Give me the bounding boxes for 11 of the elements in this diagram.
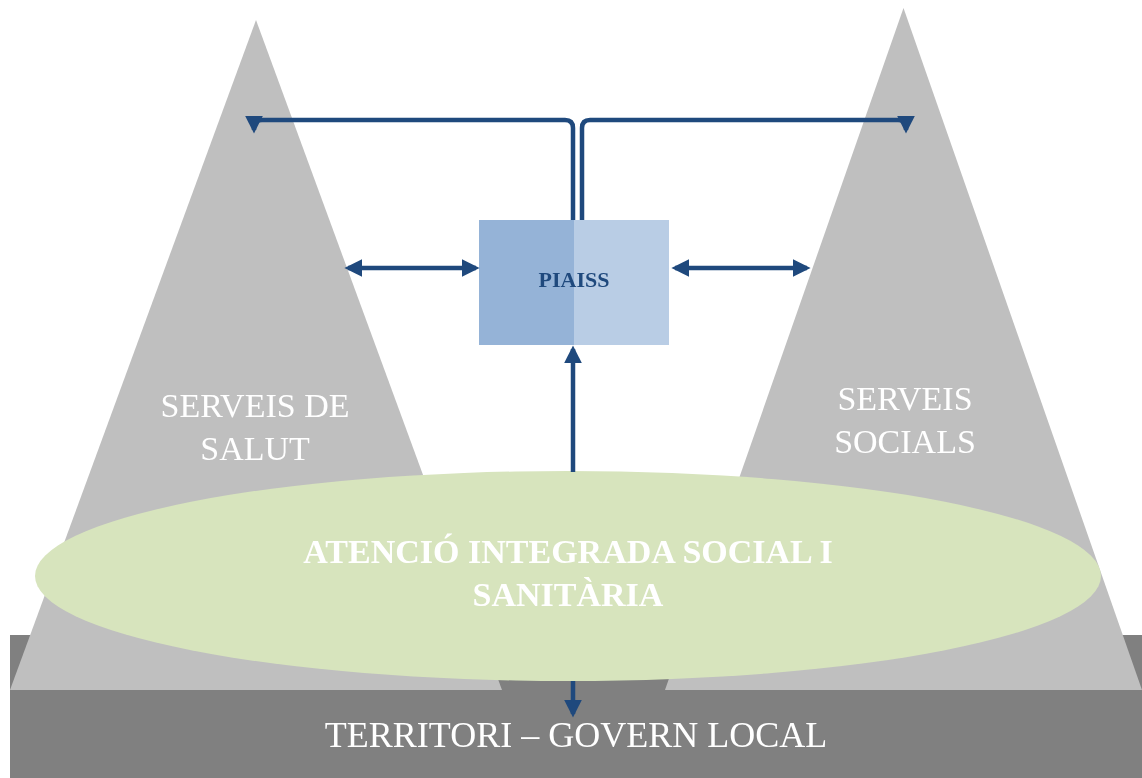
node-label: PIAISS bbox=[537, 266, 611, 294]
arrow bbox=[344, 259, 480, 277]
node-label: TERRITORI – GOVERN LOCAL bbox=[323, 714, 829, 757]
node-label: SERVEIS DE SALUT bbox=[159, 386, 351, 469]
arrow bbox=[671, 259, 811, 277]
node-label: SERVEIS SOCIALS bbox=[833, 379, 977, 462]
node-label: ATENCIÓ INTEGRADA SOCIAL I SANITÀRIA bbox=[302, 532, 834, 615]
arrow bbox=[564, 345, 582, 472]
arrow bbox=[245, 115, 576, 220]
arrow bbox=[564, 681, 582, 718]
arrow bbox=[579, 115, 915, 220]
